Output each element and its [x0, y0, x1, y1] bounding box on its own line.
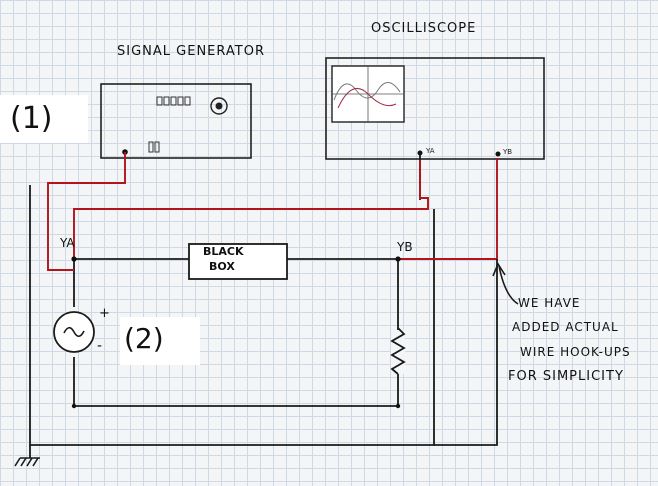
black-wires	[29, 153, 435, 458]
source-minus-label: -	[97, 338, 103, 354]
source-plus-label: +	[99, 306, 110, 321]
signal-generator	[100, 83, 252, 159]
annotation-line4: FOR SIMPLICITY	[508, 369, 624, 384]
signal-generator-display	[156, 96, 191, 106]
black-box-label-line2: BOX	[209, 260, 235, 273]
resistor-icon	[390, 327, 406, 375]
signal-generator-box	[100, 83, 252, 159]
oscilloscope-title: OSCILLISCOPE	[371, 21, 477, 36]
node-bottom-left	[71, 403, 77, 409]
marker-1: (1)	[10, 101, 53, 136]
signal-generator-title: SIGNAL GENERATOR	[117, 44, 265, 59]
oscilloscope-screen	[331, 65, 405, 123]
ac-source-icon	[53, 311, 95, 353]
annotation-line1: WE HAVE	[518, 296, 581, 310]
yb-return-wire	[434, 259, 498, 446]
arrow-icon	[492, 262, 519, 305]
node-ya	[71, 256, 77, 262]
oscilloscope	[325, 57, 545, 160]
oscilloscope-yb-terminal	[495, 151, 501, 157]
marker1-background	[0, 95, 88, 143]
ground-icon	[14, 457, 40, 467]
node-bottom-right	[395, 403, 401, 409]
marker-2: (2)	[124, 322, 164, 355]
oscilloscope-yb-label: YB	[503, 148, 513, 156]
black-box-label-line1: BLACK	[203, 245, 244, 258]
node-yb-label: YB	[397, 240, 413, 254]
oscilloscope-box	[325, 57, 545, 160]
knob-icon	[210, 97, 228, 115]
node-yb	[395, 256, 401, 262]
marker2-background	[120, 317, 200, 365]
annotation-line3: WIRE HOOK-UPS	[520, 345, 631, 359]
black-box	[188, 243, 288, 280]
annotation-line2: ADDED ACTUAL	[512, 320, 619, 334]
node-ya-label: YA	[60, 236, 75, 250]
oscilloscope-ya-label: YA	[426, 147, 435, 155]
signal-generator-switches	[148, 141, 160, 153]
